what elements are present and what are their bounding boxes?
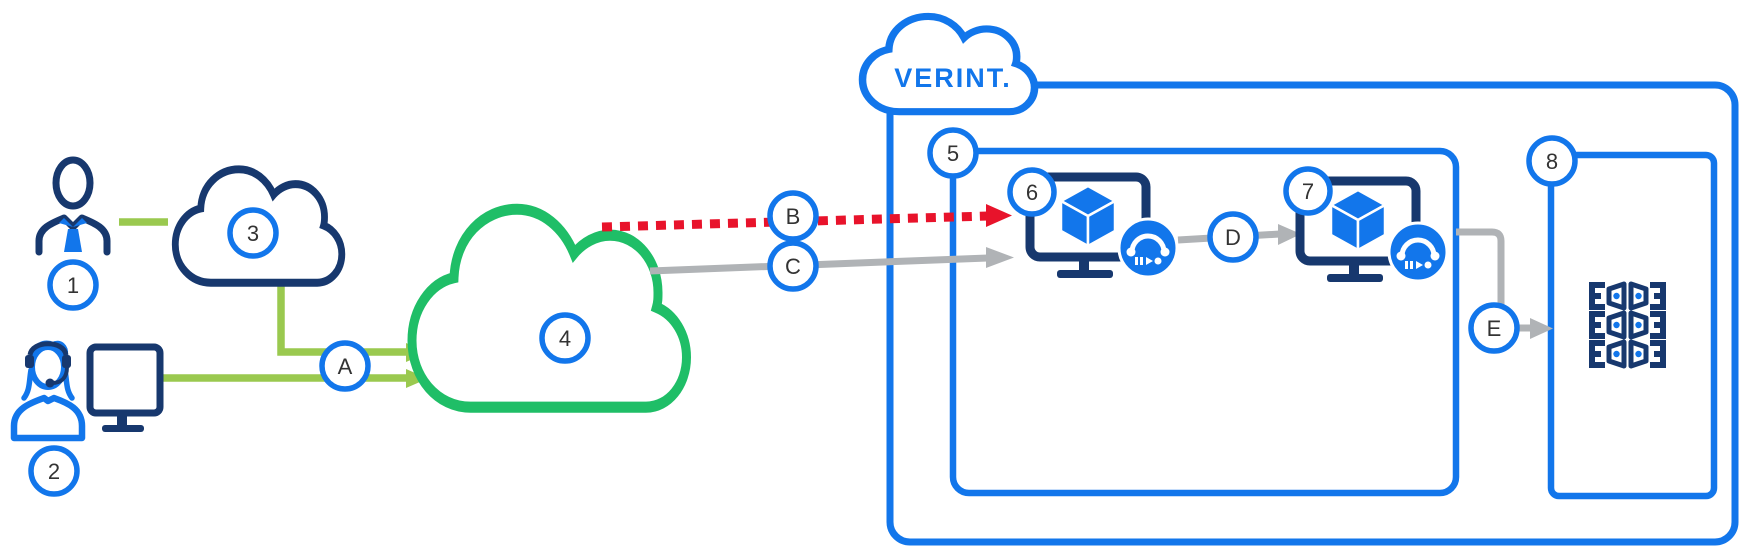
- container-box-5: [949, 147, 1460, 497]
- verint-wordmark: VERINT.: [894, 63, 1012, 93]
- badge-1: 1: [47, 259, 99, 311]
- badge-A-label: A: [338, 354, 353, 379]
- badge-A: A: [319, 340, 371, 392]
- agent-monitor-screen: [86, 343, 164, 417]
- businessman-icon: [35, 156, 111, 256]
- badge-4: 4: [539, 312, 591, 364]
- arrowhead-B: [986, 204, 1012, 227]
- green-cloud-icon: [412, 209, 687, 407]
- arrowhead-C: [986, 247, 1014, 268]
- tie-body: [64, 229, 82, 252]
- badge-2-label: 2: [48, 459, 60, 484]
- application-box-8: [1547, 151, 1718, 500]
- verint-outer-box: [886, 81, 1739, 546]
- badge-B: B: [767, 190, 819, 242]
- badge-2: 2: [28, 445, 80, 497]
- verint-cloud-icon: VERINT.: [863, 16, 1035, 111]
- badge-7-label: 7: [1302, 179, 1314, 204]
- headset-earpad-left: [25, 355, 34, 368]
- badge-5: 5: [927, 127, 979, 179]
- badge-8-label: 8: [1546, 149, 1558, 174]
- badge-6: 6: [1007, 167, 1057, 217]
- badge-3: 3: [227, 207, 279, 259]
- badge-6-label: 6: [1026, 180, 1038, 205]
- badge-5-label: 5: [947, 141, 959, 166]
- badge-8: 8: [1526, 135, 1578, 187]
- tie-collar-left: [59, 218, 73, 227]
- badge-3-label: 3: [247, 221, 259, 246]
- badge-B-label: B: [786, 204, 801, 229]
- badge-7: 7: [1283, 166, 1333, 216]
- arrowhead-E: [1530, 318, 1553, 339]
- application-grid-icon: [1592, 284, 1663, 366]
- connector-C-line: [649, 254, 989, 275]
- badge-C-label: C: [785, 254, 801, 279]
- badge-1-label: 1: [67, 273, 79, 298]
- headset-earpad-right: [62, 355, 71, 368]
- headset-mic: [45, 378, 55, 388]
- connector-E-line: [1456, 228, 1505, 305]
- badge-D: D: [1207, 211, 1259, 263]
- headset-band: [27, 341, 69, 356]
- badge-4-label: 4: [559, 326, 571, 351]
- badge-E-label: E: [1487, 316, 1502, 341]
- tie-collar-right: [73, 218, 87, 227]
- badge-E: E: [1468, 302, 1520, 354]
- arrowhead-D: [1278, 224, 1301, 245]
- badge-C: C: [767, 240, 819, 292]
- badge-D-label: D: [1225, 225, 1241, 250]
- agent-headset-monitor-icon: [10, 340, 164, 442]
